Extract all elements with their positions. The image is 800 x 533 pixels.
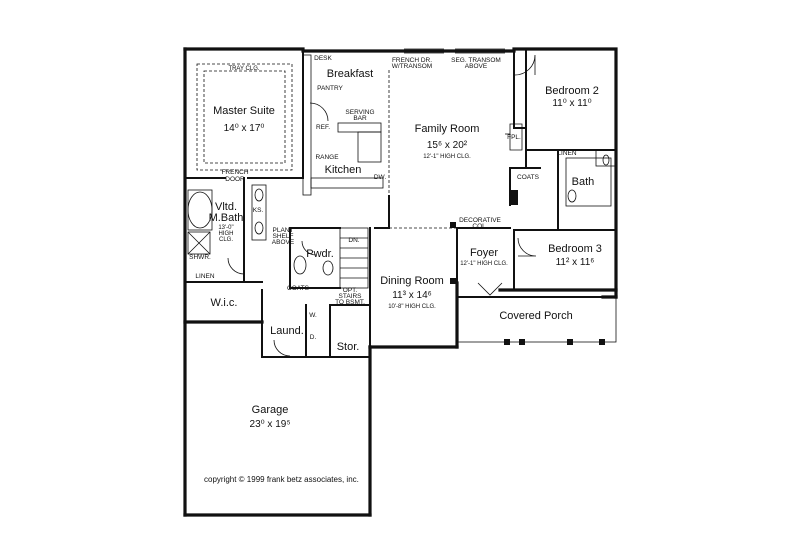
doors [227, 54, 537, 357]
note-foyer: 12'-1" HIGH CLG. [460, 261, 508, 267]
label-dn: DN. [348, 237, 359, 244]
label-french-2: W/TRANSOM [392, 63, 432, 70]
room-label-master: Master Suite 14⁰ x 17⁰ TRAY CLG. [213, 66, 275, 134]
label-fpl: FPL. [507, 134, 521, 141]
label-coats: COATS [517, 174, 540, 181]
room-label-dining: Dining Room 11³ x 14⁶ 10'-8" HIGH CLG. [380, 275, 444, 310]
room-name-family: Family Room [415, 123, 480, 135]
copyright-text: copyright © 1999 frank betz associates, … [204, 475, 359, 484]
room-dim-dining: 11³ x 14⁶ [392, 290, 432, 301]
label-seg-2: ABOVE [465, 63, 488, 70]
room-label-foyer: Foyer 12'-1" HIGH CLG. [460, 247, 508, 267]
note-dining: 10'-8" HIGH CLG. [388, 304, 436, 310]
room-label-mbath: Vltd. M.Bath 13'-0" HIGH CLG. [209, 201, 244, 243]
room-label-bedroom2: Bedroom 2 11⁰ x 11⁰ [545, 85, 599, 109]
label-coats-2: COATS [287, 285, 310, 292]
tray-ceiling [196, 63, 293, 171]
label-w: W. [309, 312, 317, 319]
room-name-mbath-1: Vltd. [215, 201, 237, 213]
room-dim-family: 15⁶ x 20² [427, 140, 468, 151]
label-ks: KS. [253, 207, 264, 214]
room-dim-master: 14⁰ x 17⁰ [224, 123, 265, 134]
label-french-1: FRENCH DR. [392, 57, 432, 64]
label-opt-3: TO BSMT. [335, 299, 365, 306]
room-dim-bedroom3: 11² x 11⁶ [556, 257, 595, 268]
note-mbath-2: HIGH [219, 231, 234, 237]
room-name-bath: Bath [572, 176, 595, 188]
label-linen: LINEN [557, 150, 576, 157]
annotations: DESK PANTRY REF. RANGE DW. SERVING BAR F… [189, 55, 577, 484]
label-seg-1: SEG. TRANSOM [451, 57, 501, 64]
label-range: RANGE [315, 154, 339, 161]
label-decor-2: COL. [472, 223, 487, 230]
label-shwr: SHWR. [189, 254, 211, 261]
interior-walls [184, 48, 617, 358]
room-name-kitchen: Kitchen [325, 164, 362, 176]
room-name-bedroom2: Bedroom 2 [545, 85, 599, 97]
room-name-wic: W.i.c. [211, 297, 238, 309]
room-dim-bedroom2: 11⁰ x 11⁰ [552, 98, 591, 109]
label-linen-2: LINEN [195, 273, 214, 280]
label-serving-2: BAR [353, 115, 367, 122]
room-name-master: Master Suite [213, 105, 275, 117]
label-pantry: PANTRY [317, 85, 343, 92]
room-name-mbath-2: M.Bath [209, 212, 244, 224]
label-plant-3: ABOVE [272, 239, 295, 246]
room-name-dining: Dining Room [380, 275, 444, 287]
fixtures [187, 149, 617, 276]
room-name-stor: Stor. [337, 341, 360, 353]
room-name-porch: Covered Porch [499, 310, 572, 322]
note-tray: TRAY CLG. [228, 66, 259, 72]
label-dw: DW. [374, 174, 386, 181]
room-name-pwdr: Pwdr. [306, 248, 334, 260]
room-label-bedroom3: Bedroom 3 11² x 11⁶ [548, 243, 602, 268]
label-plant-2: SHELF [273, 233, 294, 240]
label-desk: DESK [314, 55, 332, 62]
room-label-family: Family Room 15⁶ x 20² 12'-1" HIGH CLG. [415, 123, 480, 160]
label-opt-1: OPT. [343, 287, 358, 294]
room-name-garage: Garage [252, 404, 289, 416]
label-serving-1: SERVING [345, 109, 374, 116]
room-label-garage: Garage 23⁰ x 19⁵ [250, 404, 291, 430]
room-name-bedroom3: Bedroom 3 [548, 243, 602, 255]
room-name-foyer: Foyer [470, 247, 498, 259]
label-frenchdoor-1: FRENCH [221, 169, 248, 176]
label-d: D. [310, 334, 317, 341]
room-dim-garage: 23⁰ x 19⁵ [250, 419, 291, 430]
note-mbath-1: 13'-0" [218, 225, 233, 231]
label-ref: REF. [316, 124, 330, 131]
label-decor-1: DECORATIVE [459, 217, 501, 224]
note-mbath-3: CLG. [219, 237, 233, 243]
room-name-laund: Laund. [270, 325, 304, 337]
room-name-breakfast: Breakfast [327, 68, 373, 80]
label-plant-1: PLANT [273, 227, 294, 234]
label-frenchdoor-2: DOOR [225, 176, 245, 183]
label-opt-2: STAIRS [339, 293, 363, 300]
note-family: 12'-1" HIGH CLG. [423, 154, 471, 160]
